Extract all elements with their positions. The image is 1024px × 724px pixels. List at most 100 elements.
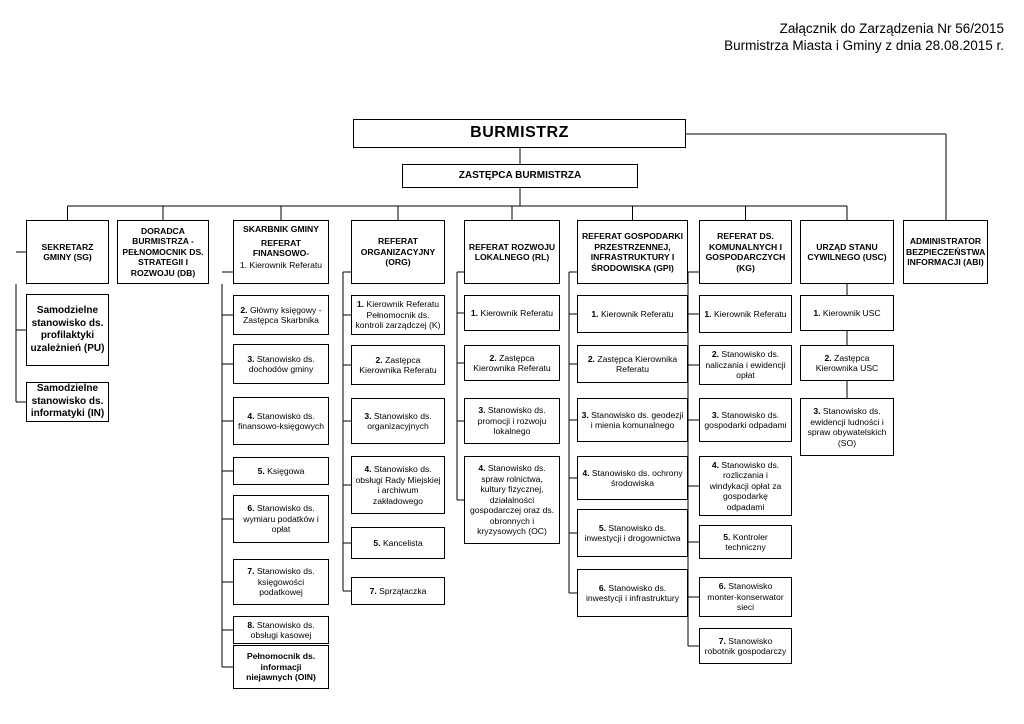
position-box: 5. Kontroler techniczny [699, 525, 792, 559]
position-box: 8. Stanowisko ds. obsługi kasowej [233, 616, 329, 644]
position-label: 1. Kierownik USC [813, 308, 880, 319]
position-text: Stanowisko ds. wymiaru podatków i opłat [243, 503, 319, 535]
position-text: Pełnomocnik ds. informacji niejawnych (O… [246, 651, 316, 683]
position-text: Sprzątaczka [379, 585, 427, 596]
position-number: 6. [598, 582, 609, 593]
position-box: 2. Stanowisko ds. naliczania i ewidencji… [699, 345, 792, 385]
position-text: Stanowisko ds. księgowości podatkowej [256, 566, 315, 598]
position-number: 5. [257, 465, 268, 476]
unit-head-label: DORADCA BURMISTRZA - PEŁNOMOCNIK DS. STR… [122, 225, 204, 278]
skarbnik-label: SKARBNIK GMINY [243, 224, 319, 234]
position-number: 3. [478, 405, 488, 416]
position-label: 6. Stanowisko ds. wymiaru podatków i opł… [237, 503, 325, 535]
kierownik-referatu-label: 1. Kierownik Referatu [239, 259, 323, 270]
position-label: 6. Stanowisko ds. inwestycji i infrastru… [581, 583, 684, 604]
position-box: 6. Stanowisko ds. wymiaru podatków i opł… [233, 495, 329, 543]
position-label: 7. Sprzątaczka [370, 586, 427, 597]
position-number: 2. [240, 304, 250, 315]
position-label: 2. Zastępca Kierownika Referatu [355, 355, 441, 376]
skarbnik-box: SKARBNIK GMINY REFERAT FINANSOWO-1. Kiero… [233, 220, 329, 284]
position-label: 4. Stanowisko ds. finansowo-księgowych [237, 411, 325, 432]
position-text: Stanowisko ds. geodezji i mienia komunal… [590, 409, 684, 431]
position-number: 4. [478, 463, 488, 474]
position-box: 2. Główny księgowy - Zastępca Skarbnika [233, 295, 329, 335]
position-box: Samodzielne stanowisko ds. profilaktyki … [26, 294, 109, 366]
position-label: 6. Stanowisko monter-konserwator sieci [703, 581, 788, 613]
position-text: Stanowisko ds. dochodów gminy [248, 353, 315, 375]
position-number: 8. [247, 619, 257, 630]
position-text: Stanowisko ds. naliczania i ewidencji op… [705, 349, 786, 381]
abi-label: ADMINISTRATOR BEZPIECZEŃSTWA INFORMACJI … [906, 236, 986, 268]
position-text: Zastępca Kierownika USC [815, 352, 879, 374]
position-number: 3. [813, 406, 823, 416]
position-text: Stanowisko ds. obsługi Rady Miejskiej i … [355, 464, 441, 506]
position-label: 3. Stanowisko ds. ewidencji ludności i s… [804, 406, 890, 448]
burmistrz-label: BURMISTRZ [470, 124, 569, 142]
position-text: Kierownik Referatu [600, 308, 674, 319]
position-text: Stanowisko ds. ochrony środowiska [591, 467, 683, 489]
unit-head-label: REFERAT DS. KOMUNALNYCH I GOSPODARCZYCH … [705, 231, 786, 273]
position-label: 3. Stanowisko ds. promocji i rozwoju lok… [468, 405, 556, 437]
position-number: 3. [581, 409, 592, 420]
position-box: 3. Stanowisko ds. promocji i rozwoju lok… [464, 398, 560, 444]
position-number: 4. [582, 467, 592, 478]
position-label: 1. Kierownik Referatu [704, 309, 786, 320]
position-number: 3. [711, 409, 722, 420]
position-label: 5. Księgowa [258, 466, 305, 477]
position-box: 1. Kierownik Referatu [464, 295, 560, 331]
referat-finansowy-label: REFERAT FINANSOWO- [252, 237, 310, 259]
position-box: 2. Zastępca Kierownika USC [800, 345, 894, 381]
position-text: Stanowisko ds. obsługi kasowej [250, 619, 315, 641]
position-text: Kierownik Referatu [480, 307, 554, 318]
position-number: 1. [591, 308, 601, 319]
position-text: Stanowisko ds. rozliczania i windykacji … [709, 459, 782, 512]
unit-head-label: REFERAT ORGANIZACYJNY (ORG) [360, 236, 436, 268]
position-box: 5. Stanowisko ds. inwestycji i drogownic… [577, 509, 688, 557]
position-number: 4. [364, 464, 374, 474]
position-label: 2. Stanowisko ds. naliczania i ewidencji… [703, 349, 788, 381]
position-box: 1. Kierownik Referatu [699, 295, 792, 333]
position-label: 2. Zastępca Kierownika Referatu [581, 354, 684, 375]
position-text: Stanowisko ds. organizacyjnych [367, 410, 432, 432]
position-label: 3. Stanowisko ds. geodezji i mienia komu… [581, 410, 684, 431]
position-label: 3. Stanowisko ds. gospodarki odpadami [703, 410, 788, 431]
position-label: 5. Kontroler techniczny [703, 532, 788, 553]
position-text: Zastępca Kierownika Referatu [473, 352, 551, 374]
position-text: Główny księgowy - Zastępca Skarbnika [243, 304, 322, 326]
position-label: 7. Stanowisko ds. księgowości podatkowej [237, 566, 325, 598]
position-text: Stanowisko ds. spraw rolnictwa, kultury … [469, 463, 555, 537]
position-text: Kontroler techniczny [725, 531, 768, 553]
position-box: 7. Stanowisko robotnik gospodarczy [699, 628, 792, 664]
unit-head-db: DORADCA BURMISTRZA - PEŁNOMOCNIK DS. STR… [117, 220, 209, 284]
unit-head-label: URZĄD STANU CYWILNEGO (USC) [807, 241, 887, 263]
position-text: Stanowisko ds. inwestycji i drogownictwa [584, 522, 681, 544]
position-number: 7. [369, 585, 380, 596]
position-number: 5. [723, 531, 733, 542]
position-box: 2. Zastępca Kierownika Referatu [577, 345, 688, 383]
document-header: Załącznik do Zarządzenia Nr 56/2015 Burm… [604, 20, 1004, 54]
position-label: 8. Stanowisko ds. obsługi kasowej [237, 620, 325, 641]
position-text: Stanowisko robotnik gospodarczy [704, 635, 787, 657]
unit-head-usc: URZĄD STANU CYWILNEGO (USC) [800, 220, 894, 284]
position-label: 4. Stanowisko ds. obsługi Rady Miejskiej… [355, 464, 441, 506]
position-label: 3. Stanowisko ds. dochodów gminy [237, 354, 325, 375]
position-box: 7. Sprzątaczka [351, 577, 445, 605]
position-label: 7. Stanowisko robotnik gospodarczy [703, 636, 788, 657]
position-text: Stanowisko ds. finansowo-księgowych [238, 410, 324, 432]
position-number: 3. [247, 353, 257, 364]
zastepca-box: ZASTĘPCA BURMISTRZA [402, 164, 638, 188]
position-number: 7. [247, 566, 257, 577]
position-label: Pełnomocnik ds. informacji niejawnych (O… [237, 651, 325, 683]
position-number: 1. [813, 307, 823, 318]
abi-box: ADMINISTRATOR BEZPIECZEŃSTWA INFORMACJI … [903, 220, 988, 284]
position-number: 4. [247, 410, 257, 421]
position-label: Samodzielne stanowisko ds. informatyki (… [30, 383, 105, 421]
position-text: Stanowisko ds. ewidencji ludności i spra… [807, 406, 887, 448]
position-label: 4. Stanowisko ds. ochrony środowiska [581, 468, 684, 489]
position-box: 7. Stanowisko ds. księgowości podatkowej [233, 559, 329, 605]
position-box: 4. Stanowisko ds. finansowo-księgowych [233, 397, 329, 445]
position-box: 6. Stanowisko ds. inwestycji i infrastru… [577, 569, 688, 617]
position-number: 2. [375, 354, 386, 365]
position-number: 6. [247, 503, 257, 514]
position-box: 3. Stanowisko ds. gospodarki odpadami [699, 398, 792, 442]
